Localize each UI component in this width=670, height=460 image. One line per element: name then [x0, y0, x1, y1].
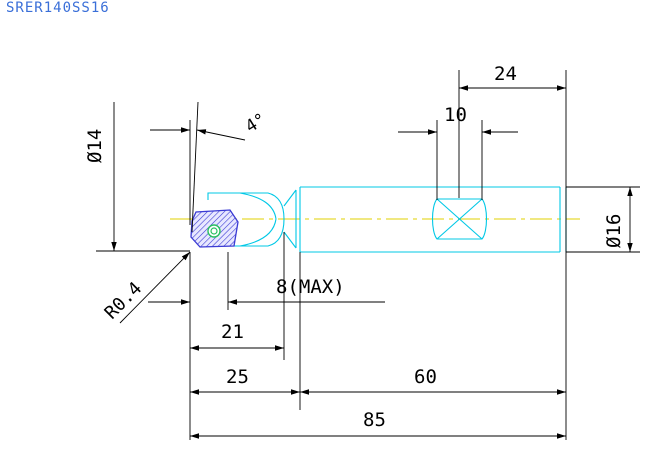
dim-overall-length: 85	[363, 409, 386, 431]
dim-radius: R0.4	[101, 278, 147, 324]
dimension-lines	[96, 70, 640, 440]
insert-screw	[207, 224, 221, 238]
dim-angle: 4°	[242, 109, 270, 137]
dim-max-depth: 8(MAX)	[276, 276, 345, 298]
dim-neck-length: 25	[226, 366, 249, 388]
dim-shank-dia: Ø16	[603, 214, 625, 248]
dim-dia-reach: Ø14	[84, 129, 106, 163]
dim-shank-length: 60	[414, 366, 437, 388]
part-code-title: SRER140SS16	[6, 0, 110, 16]
dim-flat-length: 24	[494, 63, 517, 85]
insert	[190, 209, 239, 248]
dimension-labels: Ø14 4° R0.4 10 24 Ø16 8(MAX) 21 25 60 85	[84, 63, 625, 431]
dim-flat-width: 10	[444, 104, 467, 126]
dim-head-length: 21	[221, 321, 244, 343]
